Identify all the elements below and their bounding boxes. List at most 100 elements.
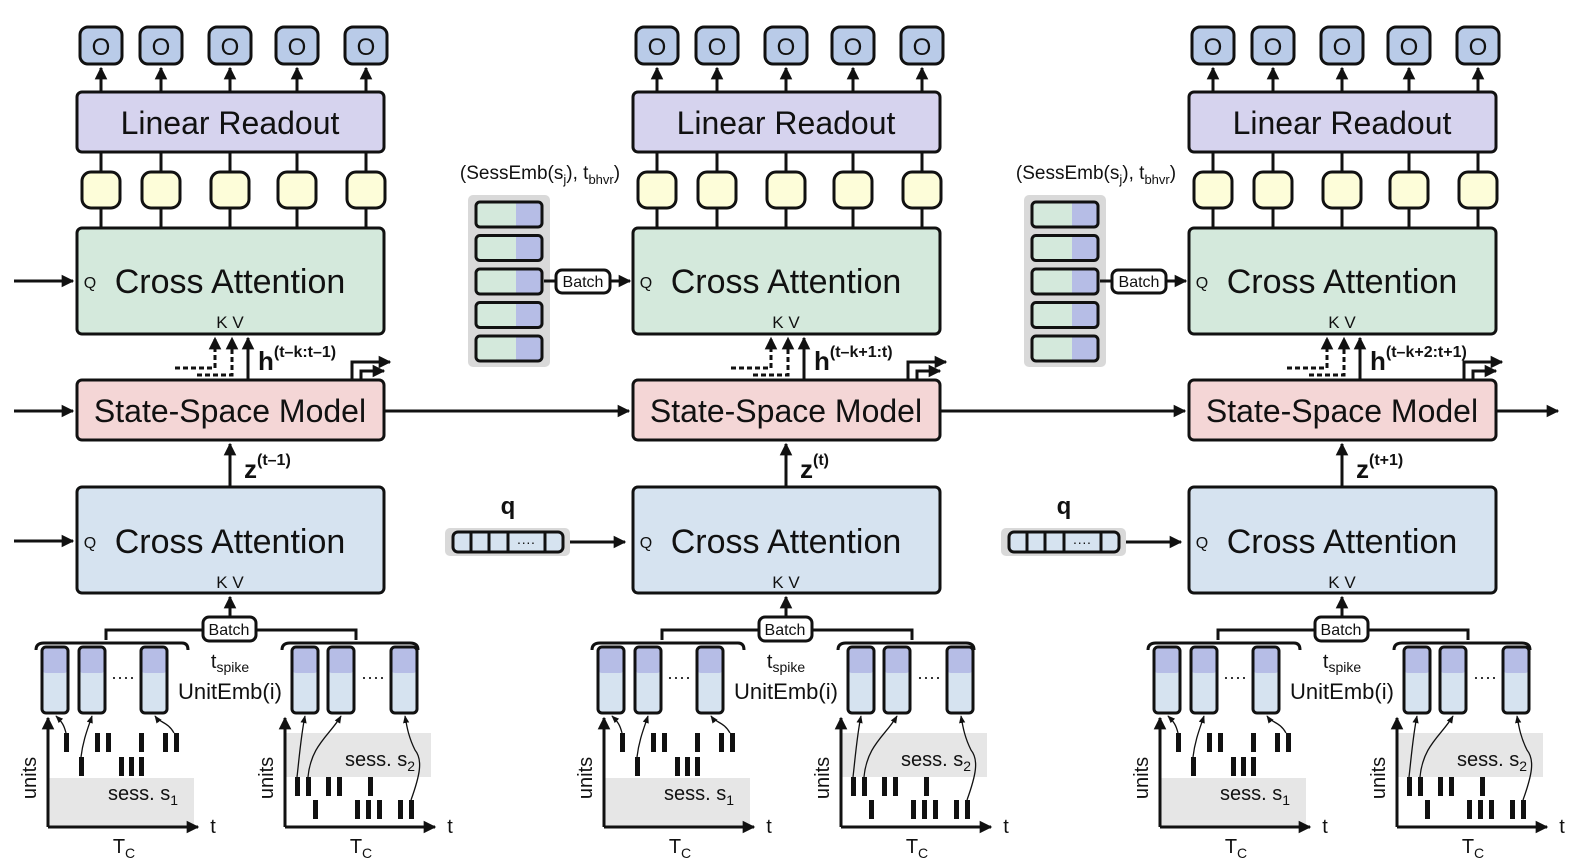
session-label: sess. s1 [664, 783, 734, 808]
unit-embedding-time-part [598, 647, 624, 673]
latent-z-label: z(t–1) [244, 452, 291, 484]
decoder-kv-label-text: K V [216, 313, 244, 332]
unit-embedding-token [290, 645, 320, 715]
spike-batch-label: Batch [765, 622, 806, 639]
unit-embedding-time-part [391, 647, 417, 673]
encoder-cross-attention-label: Cross Attention [115, 523, 346, 561]
latent-token-box [1252, 170, 1294, 210]
output-token-label-text: O [1469, 34, 1488, 61]
units-axis-label-text: units [575, 757, 597, 799]
latent-query-ellipsis: ···· [517, 534, 536, 550]
spike-to-token-link [852, 715, 863, 778]
hidden-state-history-arrow-2 [175, 336, 222, 370]
spike-mark [119, 757, 124, 776]
session2-brace [280, 641, 420, 651]
unit-embedding-outline [846, 645, 876, 715]
behavior-time-part [1072, 269, 1098, 294]
time-window-subscript: C [1237, 845, 1247, 860]
spike-mark [1478, 800, 1483, 819]
unit-embedding-ellipsis-text: ···· [917, 667, 941, 687]
spike-batch-box [1313, 615, 1370, 643]
spike-batch-label-text: Batch [209, 622, 250, 639]
time-axis-label-text: t [447, 816, 453, 838]
unit-embedding-token [1189, 645, 1219, 715]
unit-embedding-ellipsis: ···· [1473, 667, 1497, 687]
session-batch-label-text: Batch [563, 274, 604, 291]
unit-embedding-time-part [635, 647, 661, 673]
decoder-cross-attention-label-text: Cross Attention [671, 263, 902, 301]
state-space-model-label: State-Space Model [94, 393, 366, 429]
spike-mark [954, 800, 959, 819]
tspike-label-text: t [767, 651, 773, 673]
unit-embedding-token [389, 645, 419, 715]
linear-readout-label: Linear Readout [1233, 105, 1452, 141]
spike-mark [965, 800, 970, 819]
unit-embedding-ellipsis-text: ···· [111, 667, 135, 687]
time-window-subscript: C [1474, 845, 1484, 860]
spike-mark [106, 733, 111, 752]
spike-mark [620, 733, 625, 752]
hidden-state-label: h(t–k:t–1) [258, 344, 336, 376]
session-query-token-outline [1030, 301, 1100, 329]
session-query-token [1030, 267, 1100, 296]
unit-embedding-token [77, 645, 107, 715]
session-query-token-outline [1030, 200, 1100, 229]
time-window-label-text: T [350, 836, 362, 858]
output-token: O [274, 25, 320, 92]
unit-embedding-time-part [1440, 647, 1466, 673]
latent-query-ellipsis: ···· [1073, 534, 1092, 550]
decoder-q-label-text: Q [1196, 275, 1208, 292]
unit-embedding-time-part [292, 647, 318, 673]
session-label-text: sess. s [108, 783, 170, 805]
session-band [48, 778, 194, 827]
unit-embedding-outline [945, 645, 975, 715]
encoder-kv-label-text: K V [216, 573, 244, 592]
unit-embedding-time-part [1404, 647, 1430, 673]
time-window-label-text: T [1225, 836, 1237, 858]
spike-to-token-link [1192, 715, 1205, 758]
spike-mark [730, 733, 735, 752]
spike-to-token-link [154, 715, 175, 734]
spike-batch-label-text: Batch [1321, 622, 1362, 639]
session-query-label-sub: j [1118, 172, 1122, 187]
spike-batch-label: Batch [209, 622, 250, 639]
encoder-cross-attention-box [631, 485, 942, 595]
session-query-token [1030, 200, 1100, 229]
unit-embedding-time-part [697, 647, 723, 673]
time-window-label: TC [669, 836, 691, 860]
unit-embedding-ellipsis-text: ···· [1223, 667, 1247, 687]
unit-embedding-token [882, 645, 912, 715]
ssm-output-arrow-1 [350, 355, 392, 380]
linear-readout-label: Linear Readout [677, 105, 896, 141]
session-label-text: sess. s [1457, 749, 1519, 771]
latent-token-box [276, 170, 318, 210]
output-token-label: O [844, 34, 863, 61]
latent-token-box [80, 170, 122, 210]
unit-embedding-time-part [884, 647, 910, 673]
unit-embedding-time-part [848, 647, 874, 673]
unit-embedding-label: UnitEmb(i) [1290, 679, 1394, 704]
units-axis-label: units [256, 757, 278, 799]
spike-to-token-link [636, 715, 649, 758]
encoder-cross-attention-box [1187, 485, 1498, 595]
spike-mark [79, 757, 84, 776]
units-axis-label-text: units [1131, 757, 1153, 799]
time-window-label-text: T [1462, 836, 1474, 858]
hidden-state-superscript: (t–k+2:t+1) [1386, 344, 1467, 361]
time-window-label: TC [1462, 836, 1484, 860]
spike-mark [129, 757, 134, 776]
session-query-label-mid: ), t [566, 163, 589, 184]
spike-mark [337, 777, 342, 796]
session-query-token-outline [474, 234, 544, 262]
time-axis-label: t [210, 816, 216, 838]
output-token-label: O [92, 34, 111, 61]
tspike-label-text: t [211, 651, 217, 673]
output-token-box [1455, 25, 1501, 66]
linear-readout-label-text: Linear Readout [1233, 105, 1452, 141]
spike-batch-box [757, 615, 814, 643]
latent-z-superscript: (t+1) [1369, 452, 1403, 469]
ssm-output-arrow-2 [359, 364, 386, 380]
